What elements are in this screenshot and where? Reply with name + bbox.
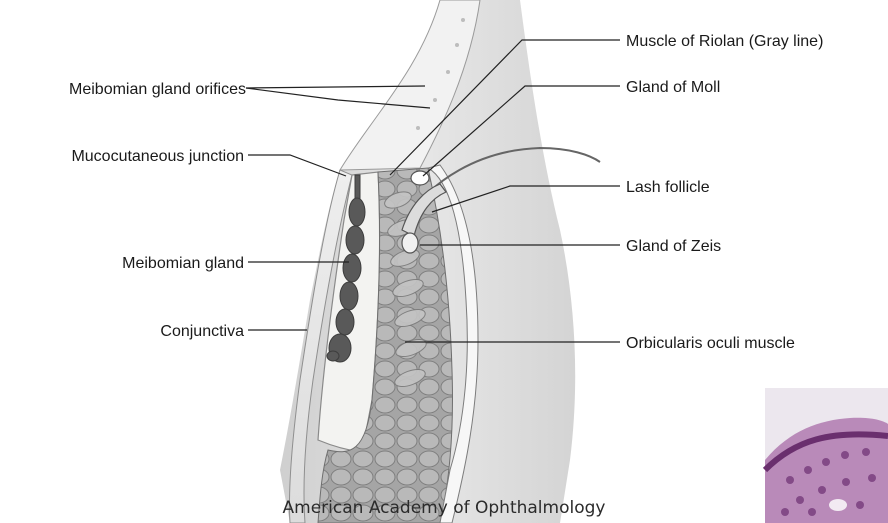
label-gland-of-zeis: Gland of Zeis <box>626 238 721 255</box>
label-lash-follicle: Lash follicle <box>626 179 710 196</box>
label-orbicularis-oculi-muscle: Orbicularis oculi muscle <box>626 335 795 352</box>
histology-thumbnail <box>765 388 888 523</box>
leader-mucocutaneous <box>248 155 346 176</box>
label-conjunctiva: Conjunctiva <box>160 323 244 340</box>
label-gland-of-moll: Gland of Moll <box>626 79 720 96</box>
label-meibomian-gland: Meibomian gland <box>122 255 244 272</box>
label-meibomian-gland-orifices: Meibomian gland orifices <box>69 81 246 98</box>
gland-of-zeis-shape <box>402 233 418 253</box>
label-muscle-of-riolan: Muscle of Riolan (Gray line) <box>626 33 823 50</box>
label-mucocutaneous-junction: Mucocutaneous junction <box>71 148 244 165</box>
image-credit: American Academy of Ophthalmology <box>283 498 606 518</box>
